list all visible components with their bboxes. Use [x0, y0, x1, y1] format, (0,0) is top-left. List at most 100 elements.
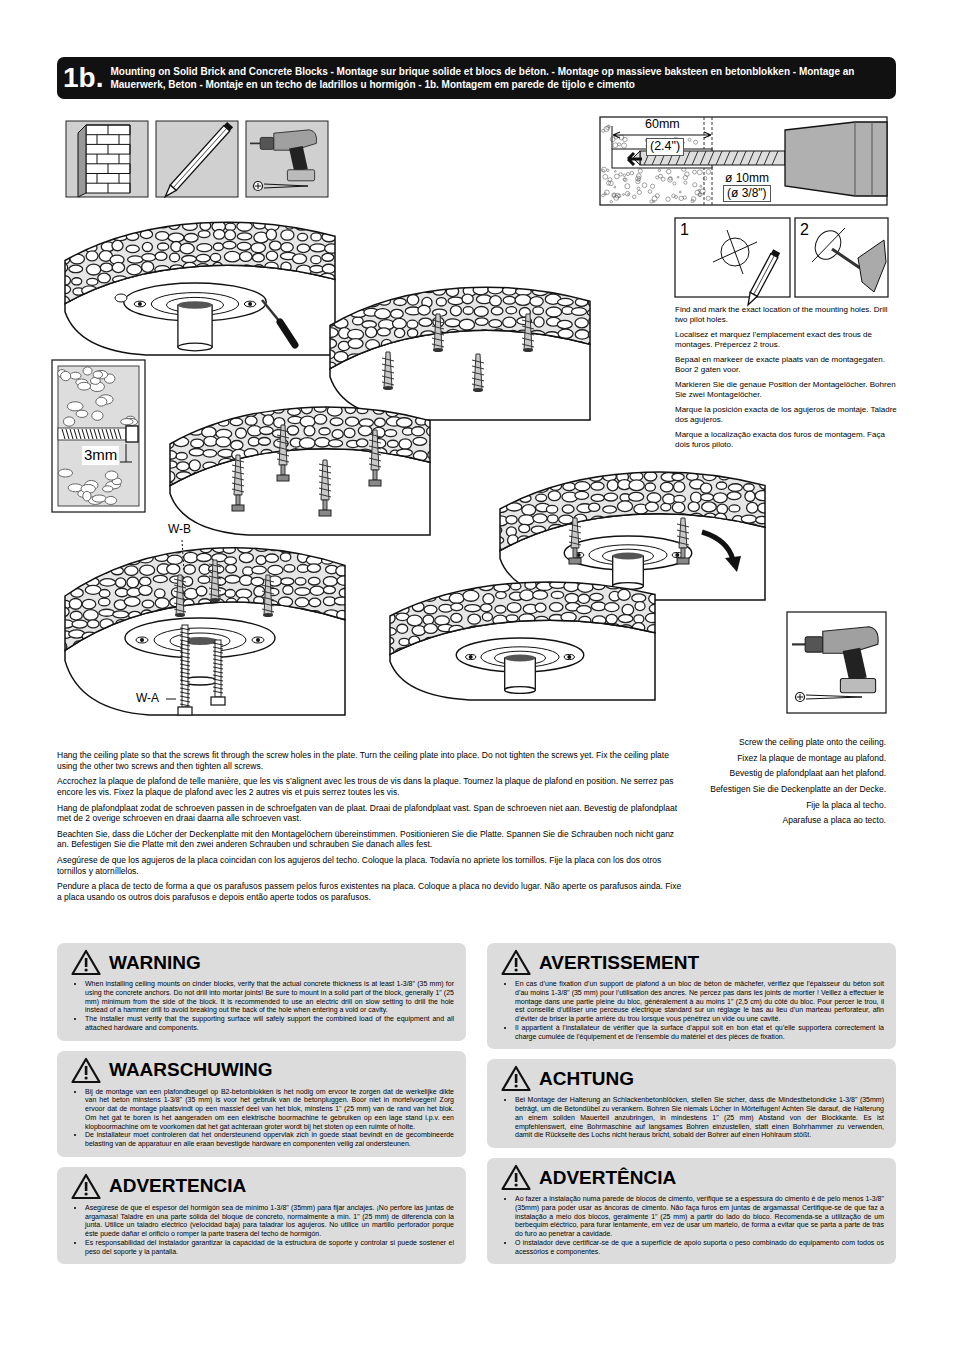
stone [717, 504, 728, 514]
stone [281, 298, 294, 309]
screw [178, 625, 192, 715]
anchor-rib [369, 440, 381, 443]
stone [324, 307, 336, 314]
stone [728, 470, 740, 478]
instruction-text: Localisez et marquez l’emplacement exact… [675, 330, 897, 350]
stone [714, 460, 727, 471]
ceiling-underside [390, 620, 655, 700]
stone [632, 515, 646, 524]
stone [520, 590, 534, 601]
stone [168, 233, 184, 242]
anchor-rib [382, 376, 394, 379]
stone [439, 637, 449, 647]
pencil-body [170, 126, 229, 191]
stone [407, 320, 418, 328]
stone [100, 652, 112, 661]
stone [448, 297, 463, 305]
stone [363, 351, 378, 362]
stone [564, 470, 574, 478]
aggregate [607, 169, 609, 171]
stone [213, 262, 223, 272]
aggregate [666, 169, 671, 174]
aggregate [606, 126, 610, 130]
exclamation-dot [515, 1085, 518, 1088]
aggregate [83, 491, 91, 501]
anchor-rib [432, 326, 444, 329]
stone [657, 515, 673, 523]
stone-band-outline [330, 287, 590, 369]
drill-chuck [785, 122, 887, 196]
stone [348, 339, 363, 349]
stone [464, 362, 476, 371]
ceiling-underside [170, 449, 430, 535]
stone [506, 482, 516, 491]
stone [142, 261, 154, 272]
screw-thread [213, 679, 223, 681]
stone [295, 588, 310, 596]
stone [345, 450, 358, 459]
stone [755, 490, 770, 500]
warning-text: Il appartient à l’installateur de vérifi… [515, 1024, 884, 1042]
stone [296, 630, 310, 639]
rotate-arrow [702, 532, 733, 560]
anchor-rib [209, 564, 221, 567]
aggregate [96, 397, 107, 406]
stone [561, 284, 576, 293]
dimension-label: (2.4") [646, 138, 684, 156]
stone [256, 556, 266, 565]
stone [659, 460, 670, 468]
stones [160, 393, 444, 493]
chuck-jaw [855, 122, 872, 196]
stone [139, 211, 154, 219]
stone [759, 463, 774, 470]
stone [309, 598, 321, 607]
warning-list: When installing ceiling mounts on cinder… [71, 980, 454, 1033]
plate-cylinder-end [505, 687, 536, 694]
stone [416, 472, 430, 482]
stone [375, 418, 386, 427]
stone [280, 553, 290, 561]
stone [533, 590, 548, 599]
stone [759, 536, 773, 544]
stone [210, 253, 220, 261]
aggregate [121, 419, 133, 425]
stone [270, 530, 280, 540]
stone [591, 568, 607, 577]
anchor-rib [277, 429, 289, 432]
stone [69, 556, 82, 565]
stone [307, 564, 320, 572]
instruction-text: Pendure a placa de tecto de forma a que … [57, 881, 682, 902]
screw-slot [134, 301, 145, 307]
stone [587, 342, 597, 351]
stone [82, 207, 97, 217]
stone [412, 427, 425, 436]
anchor-rib [382, 364, 394, 367]
instruction-text: Hang the ceiling plate so that the screw… [57, 750, 682, 771]
brick-joint [97, 174, 98, 184]
stone [407, 294, 419, 305]
stone [488, 285, 503, 294]
stone [323, 285, 336, 293]
stone [82, 599, 96, 608]
stone [177, 462, 190, 471]
stone [223, 546, 235, 554]
stone [382, 593, 397, 601]
stone [649, 526, 662, 535]
stone [267, 287, 283, 295]
stone [323, 586, 335, 594]
stone [364, 274, 379, 282]
stone [143, 532, 153, 542]
stone [382, 570, 396, 579]
anchor-collar [523, 348, 533, 352]
anchor-rib [432, 338, 444, 341]
stone [304, 426, 315, 436]
stone [126, 245, 139, 253]
stone [430, 461, 441, 472]
stone [742, 473, 757, 481]
stone [344, 472, 357, 481]
stone [700, 483, 711, 493]
stone [504, 274, 519, 283]
stone [310, 534, 323, 543]
ceiling-slab [160, 393, 444, 535]
stone [338, 365, 348, 372]
